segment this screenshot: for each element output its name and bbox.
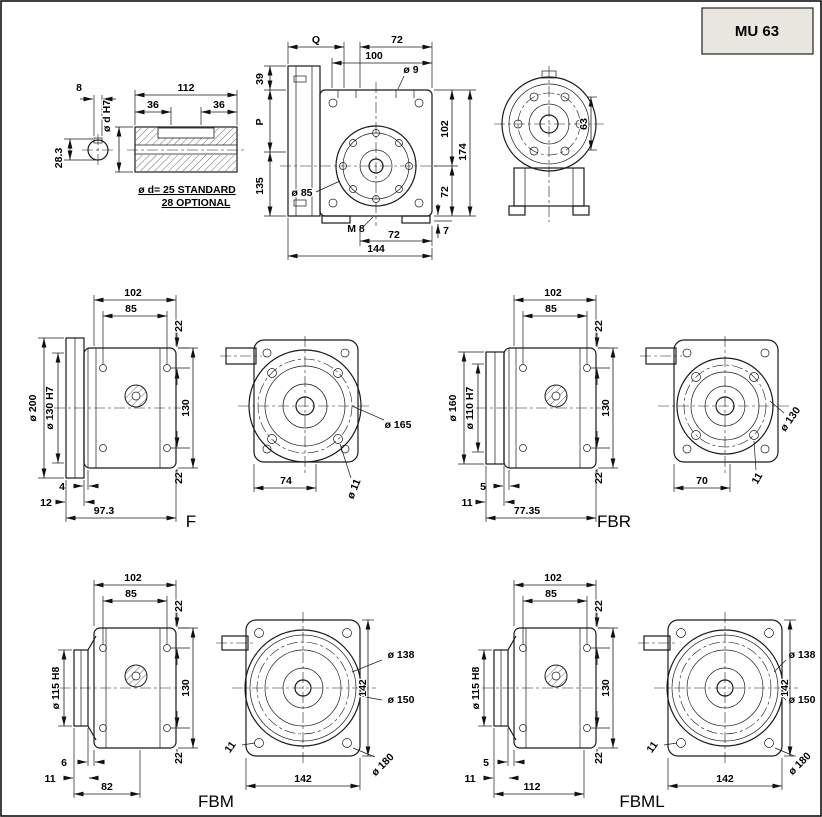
dim-q: Q [312, 34, 320, 46]
dim-112: 112 [178, 82, 195, 94]
shaft-note-line1: ø d= 25 STANDARD [138, 184, 236, 196]
front-view: Q 72 100 ø 9 39 P 135 ø 85 102 72 [253, 33, 476, 260]
dim-11-hole: 11 [222, 739, 238, 755]
shaft-note-line2: 28 OPTIONAL [162, 197, 231, 209]
dim-22-top: 22 [593, 600, 605, 612]
dim-85: 85 [125, 303, 137, 315]
dim-130-height: 130 [600, 679, 612, 697]
shaft-detail-view: 8 28.3 112 36 36 ø d H7 ø d= 25 STANDARD… [52, 81, 245, 209]
dim-28-3: 28.3 [53, 148, 65, 169]
dim-12: 12 [40, 497, 52, 509]
side-view: 63 [494, 66, 604, 222]
dim-130-dia: ø 130 [778, 405, 803, 434]
dim-11-hole: 11 [644, 739, 660, 755]
dim-11: 11 [461, 497, 472, 509]
dim-72-bottom: 72 [388, 229, 400, 241]
dim-97-3: 97.3 [94, 505, 115, 517]
dim-144: 144 [367, 243, 385, 255]
view-label-fbm: FBM [198, 792, 234, 811]
dim-11-hole: 11 [749, 471, 765, 487]
dim-hole-9: ø 9 [403, 64, 418, 76]
dim-keyway-8: 8 [76, 82, 82, 94]
dim-102: 102 [124, 572, 142, 584]
view-fbm: 102 85 22 ø 115 H8 130 22 6 [43, 571, 416, 813]
dim-22-top: 22 [593, 320, 605, 332]
dim-5: 5 [480, 481, 486, 493]
dim-165-dia: ø 165 [385, 419, 412, 431]
dim-138-dia: ø 138 [789, 649, 816, 661]
dim-22-bottom: 22 [593, 472, 605, 484]
dim-74: 74 [280, 475, 292, 487]
dim-135: 135 [254, 177, 266, 195]
model-title: MU 63 [735, 23, 779, 40]
dim-142-bottom: 142 [716, 773, 734, 785]
dim-85-dia: ø 85 [291, 187, 312, 199]
dim-11-dia: ø 11 [345, 477, 364, 501]
dim-115h8-dia: ø 115 H8 [50, 667, 62, 710]
dim-63: 63 [578, 118, 590, 130]
dim-142-right: 142 [357, 679, 369, 697]
dim-6: 6 [61, 757, 67, 769]
dim-85: 85 [545, 303, 557, 315]
dim-22-top: 22 [173, 320, 185, 332]
dim-200-dia: ø 200 [27, 394, 39, 421]
dim-130-height: 130 [180, 399, 192, 417]
view-fbr: 102 85 22 ø 160 ø 110 H7 130 22 [446, 286, 805, 533]
dim-72-top: 72 [391, 34, 403, 46]
view-label-fbr: FBR [597, 512, 631, 531]
dim-150-dia: ø 150 [789, 694, 816, 706]
dim-36-right: 36 [213, 99, 225, 111]
dim-115h8-dia: ø 115 H8 [470, 667, 482, 710]
view-fbml: 102 85 22 ø 115 H8 130 22 5 [463, 571, 817, 813]
view-label-fbml: FBML [619, 792, 664, 811]
dim-22-top: 22 [173, 600, 185, 612]
view-label-f: F [186, 512, 196, 531]
dim-11: 11 [44, 773, 55, 785]
dim-4: 4 [59, 481, 65, 493]
dim-174: 174 [457, 143, 469, 161]
dim-102-right: 102 [439, 120, 451, 138]
dim-bore-d-h7: ø d H7 [101, 100, 113, 132]
dim-22-bottom: 22 [173, 472, 185, 484]
dim-130h7-dia: ø 130 H7 [44, 386, 56, 429]
dim-138-dia: ø 138 [388, 649, 415, 661]
title-block: MU 63 [701, 7, 814, 55]
dim-m8: M 8 [347, 223, 365, 235]
dim-22-bottom: 22 [173, 752, 185, 764]
dim-11: 11 [464, 773, 475, 785]
dim-150-dia: ø 150 [388, 694, 415, 706]
dim-142-bottom: 142 [294, 773, 312, 785]
dim-p: P [254, 118, 266, 125]
dim-130-height: 130 [180, 679, 192, 697]
dim-160-dia: ø 160 [447, 394, 459, 421]
dim-22-bottom: 22 [593, 752, 605, 764]
dim-39: 39 [254, 73, 266, 85]
view-f: 102 85 22 ø 200 ø 130 H7 130 22 [26, 286, 413, 533]
dim-130-height: 130 [600, 399, 612, 417]
dim-7: 7 [443, 225, 449, 237]
dim-102: 102 [124, 287, 142, 299]
dim-102: 102 [544, 287, 562, 299]
dim-112: 112 [524, 781, 541, 793]
dim-100: 100 [365, 50, 383, 62]
dim-142-right: 142 [779, 679, 791, 697]
dim-70: 70 [696, 475, 708, 487]
dim-85: 85 [125, 588, 137, 600]
dim-77-35: 77.35 [514, 505, 540, 517]
dim-110h7-dia: ø 110 H7 [464, 387, 476, 430]
dim-85: 85 [545, 588, 557, 600]
dim-102: 102 [544, 572, 562, 584]
dim-82: 82 [101, 781, 113, 793]
dim-180-dia: ø 180 [369, 751, 397, 779]
dim-5: 5 [483, 757, 489, 769]
dim-72-right: 72 [439, 186, 451, 198]
dim-36-left: 36 [147, 99, 159, 111]
